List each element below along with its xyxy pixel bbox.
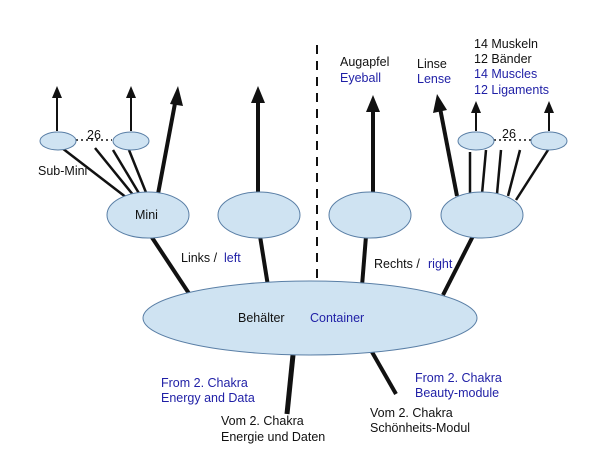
submini-right-2 bbox=[530, 131, 568, 151]
vom-left-line1: Vom 2. Chakra bbox=[221, 414, 304, 428]
submini-link-3 bbox=[111, 149, 142, 196]
right-label-de: Rechts / bbox=[374, 257, 420, 271]
submini-left-1 bbox=[39, 131, 77, 151]
right-submini-link-4 bbox=[506, 149, 522, 197]
right-submini-link-5 bbox=[514, 149, 550, 201]
submini-link-1 bbox=[61, 147, 128, 199]
arrow-eyeball-up-head bbox=[366, 95, 380, 112]
submini-link-4 bbox=[127, 149, 149, 196]
ligaments-label-de: 12 Bänder bbox=[474, 52, 532, 66]
lens-ellipse bbox=[440, 191, 524, 239]
right-label-en: right bbox=[428, 257, 453, 271]
muscles-label-de: 14 Muskeln bbox=[474, 37, 538, 51]
lens-label-de: Linse bbox=[417, 57, 447, 71]
ligaments-label-en: 12 Ligaments bbox=[474, 83, 550, 97]
from-right-line2: Beauty-module bbox=[415, 386, 500, 400]
from-left-line2: Energy and Data bbox=[161, 391, 255, 405]
submini-arrow-left-1-head bbox=[52, 86, 62, 98]
submini-arrow-right-1-head bbox=[471, 101, 481, 113]
link-container-right1 bbox=[360, 235, 368, 287]
eyeball-ellipse bbox=[328, 191, 412, 239]
container-label-de: Behälter bbox=[238, 311, 285, 325]
left2-ellipse bbox=[217, 191, 301, 239]
link-container-left2 bbox=[258, 235, 270, 287]
count-right-label: 26 bbox=[502, 127, 516, 141]
mini-ellipse bbox=[106, 191, 190, 239]
vom-left-line2: Energie und Daten bbox=[221, 430, 326, 444]
eyeball-label-en: Eyeball bbox=[340, 71, 381, 85]
left-label-de: Links / bbox=[181, 251, 218, 265]
submini-arrow-left-2-head bbox=[126, 86, 136, 98]
arrow-left2-up-head bbox=[251, 86, 265, 103]
lens-label-en: Lense bbox=[417, 72, 452, 86]
arrow-mini-up bbox=[156, 97, 178, 195]
sub-mini-label: Sub-Mini bbox=[38, 164, 88, 178]
vom-right-line1: Vom 2. Chakra bbox=[370, 406, 453, 420]
link-container-right2 bbox=[441, 235, 475, 296]
right-submini-link-2 bbox=[480, 149, 488, 195]
input-energy-data bbox=[284, 354, 296, 415]
arrow-lens-up bbox=[438, 107, 459, 197]
eyeball-label-de: Augapfel bbox=[340, 55, 390, 69]
arrow-mini-up-head bbox=[170, 86, 183, 106]
input-beauty-module bbox=[370, 351, 398, 395]
container-label-en: Container bbox=[310, 311, 365, 325]
vom-right-line2: Schönheits-Modul bbox=[370, 421, 471, 435]
link-container-mini bbox=[149, 234, 192, 297]
submini-link-2 bbox=[94, 147, 135, 197]
mini-label: Mini bbox=[135, 208, 158, 222]
from-left-line1: From 2. Chakra bbox=[161, 376, 248, 390]
left-label-en: left bbox=[224, 251, 241, 265]
submini-right-1 bbox=[457, 131, 495, 151]
from-right-line1: From 2. Chakra bbox=[415, 371, 502, 385]
count-left-label: 26 bbox=[87, 128, 101, 142]
muscles-label-en: 14 Muscles bbox=[474, 67, 538, 81]
arrow-lens-up-head bbox=[433, 94, 447, 113]
container-ellipse bbox=[142, 280, 478, 356]
right-submini-link-3 bbox=[495, 149, 503, 195]
submini-arrow-right-2-head bbox=[544, 101, 554, 113]
submini-left-2 bbox=[112, 131, 150, 151]
